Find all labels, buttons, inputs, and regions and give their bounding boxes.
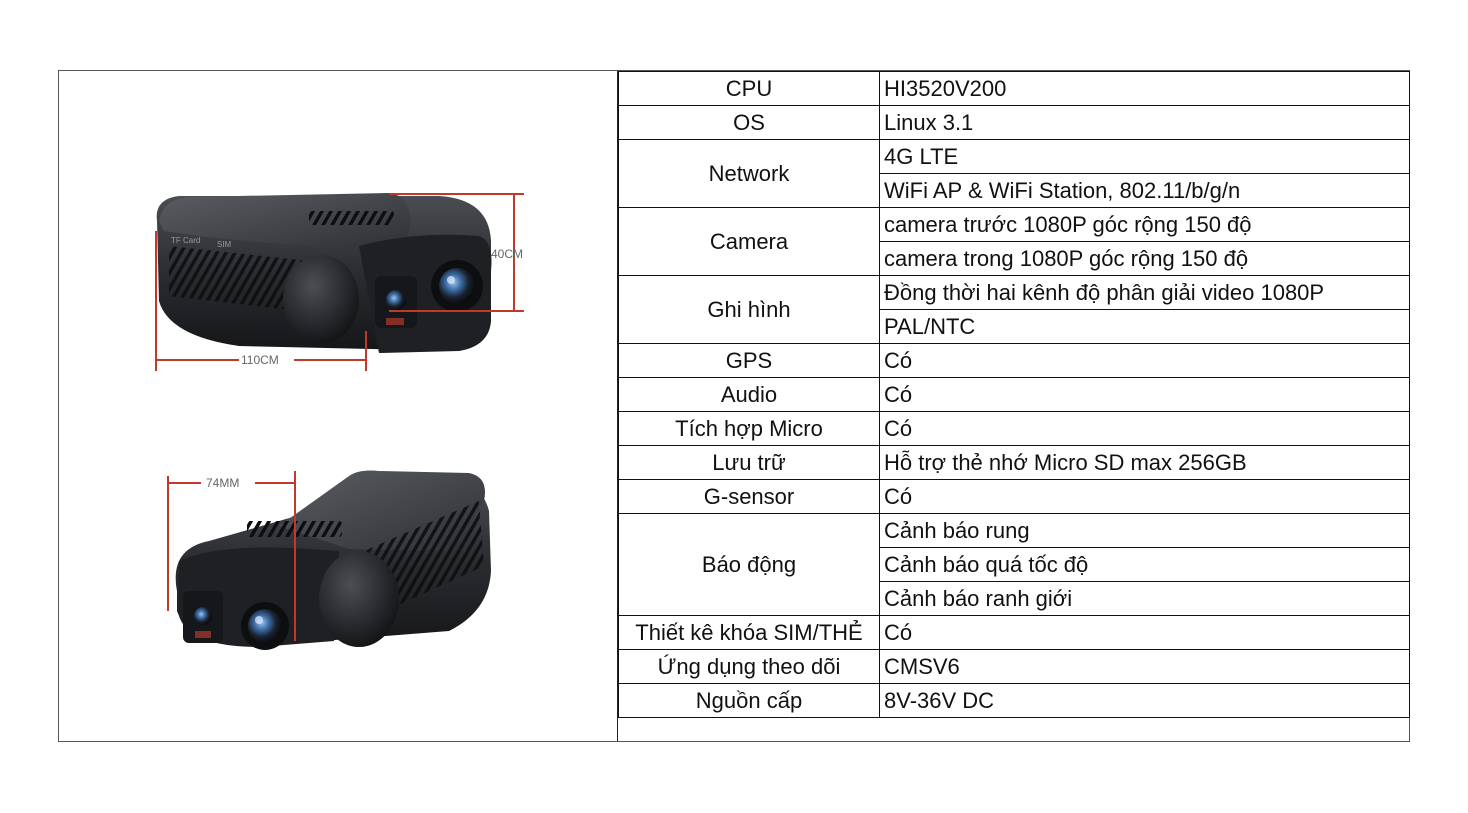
spec-label: Báo động [618,513,880,616]
spec-value: 8V-36V DC [879,683,1410,718]
spec-row: Cảnh báo ranh giới [619,581,1410,616]
spec-value: Có [879,343,1410,378]
spec-value: camera trước 1080P góc rộng 150 độ [879,207,1410,242]
spec-value: HI3520V200 [879,71,1410,106]
spec-value: Có [879,377,1410,412]
spec-label: Audio [618,377,880,412]
spec-label: Network [618,139,880,208]
spec-label: Tích hợp Micro [618,411,880,446]
height-dimension-label: 40CM [491,247,523,261]
dashcam-top-photo: TF Card SIM 40CM [155,193,524,371]
width-dimension-label: 110CM [241,353,279,367]
spec-label: GPS [618,343,880,378]
tf-card-label: TF Card [171,236,200,245]
spec-value: Hỗ trợ thẻ nhớ Micro SD max 256GB [879,445,1410,480]
spec-label: CPU [618,71,880,106]
spec-value: Có [879,411,1410,446]
spec-label: Camera [618,207,880,276]
spec-value: camera trong 1080P góc rộng 150 độ [879,241,1410,276]
spec-label: Lưu trữ [618,445,880,480]
product-image-panel: TF Card SIM 40CM [59,71,618,741]
spec-label: Ghi hình [618,275,880,344]
interior-lens-bottom-icon [194,607,212,625]
spec-value: 4G LTE [879,139,1410,174]
spec-value: Cảnh báo quá tốc độ [879,547,1410,582]
front-lens-bottom-icon [248,609,282,643]
spec-value: CMSV6 [879,649,1410,684]
front-lens-icon [439,268,475,304]
hinge-cap [283,255,359,343]
spec-value: WiFi AP & WiFi Station, 802.11/b/g/n [879,173,1410,208]
spec-value: Đồng thời hai kênh độ phân giải video 10… [879,275,1410,310]
spec-label: Ứng dụng theo dõi [618,649,880,684]
sim-label: SIM [217,240,232,249]
spec-sheet-frame [58,70,1410,742]
spec-row: Cảnh báo quá tốc độ [619,547,1410,582]
product-photos: TF Card SIM 40CM [155,193,524,650]
spec-value: Linux 3.1 [879,105,1410,140]
dashcam-bottom-photo: 74MM [167,470,491,650]
spec-label: Thiết kê khóa SIM/THẺ [618,615,880,650]
spec-value: Có [879,615,1410,650]
spec-value: Cảnh báo ranh giới [879,581,1410,616]
spec-label: G-sensor [618,479,880,514]
hinge-cap-bottom [319,551,399,647]
spec-row: PAL/NTC [619,309,1410,344]
spec-value: Có [879,479,1410,514]
spec-label: OS [618,105,880,140]
spec-value: PAL/NTC [879,309,1410,344]
dimension-lines-bottom [167,471,296,641]
interior-lens-icon [386,290,406,310]
depth-dimension-label: 74MM [206,476,239,490]
dimension-lines-top [155,193,524,371]
spec-label: Nguồn cấp [618,683,880,718]
spec-value: Cảnh báo rung [879,513,1410,548]
